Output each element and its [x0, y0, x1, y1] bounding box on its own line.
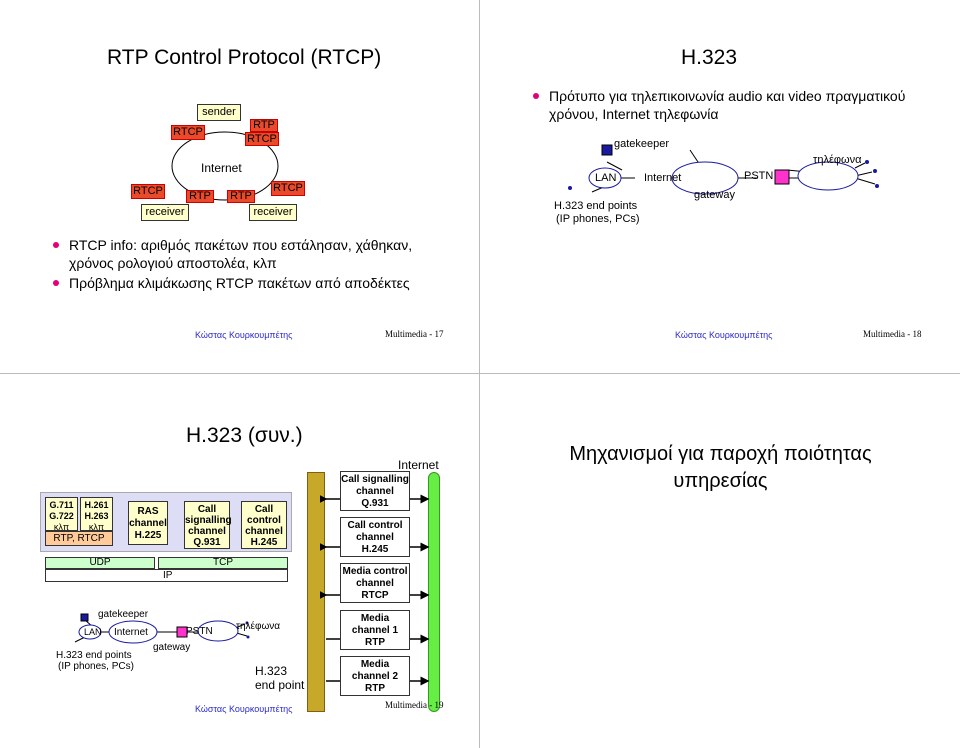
message-label: Media: [360, 613, 390, 624]
message-label: Media control: [342, 566, 408, 577]
call-signalling-label: Q.931: [193, 537, 221, 548]
slide-divider-horizontal: [0, 373, 960, 374]
video-codecs-box: H.261 H.263 κλπ: [80, 497, 113, 532]
message-label: Call control: [347, 520, 403, 531]
slide-title: Μηχανισμοί για παροχή ποιότητας: [569, 443, 872, 465]
ras-channel-box: RAS channel H.225: [128, 501, 168, 545]
call-control-label: channel: [245, 526, 283, 537]
endpoints-sublabel: (IP phones, PCs): [556, 213, 640, 225]
call-control-label: control: [247, 515, 281, 526]
pstn-label: PSTN: [186, 626, 213, 637]
endpoint-label: end point: [255, 678, 305, 692]
slide-title: RTP Control Protocol (RTCP): [107, 46, 382, 69]
slide-19: H.323 (συν.) G.711 G.722 κλπ H.261 H.263…: [0, 374, 479, 748]
internet-label: Internet: [114, 627, 148, 638]
rtcp-label: RTCP: [131, 184, 165, 199]
message-media-control: Media control channel RTCP: [340, 563, 410, 603]
slide-title: H.323 (συν.): [186, 424, 303, 447]
endpoints-sublabel: (IP phones, PCs): [58, 661, 134, 672]
codec-label: H.261: [84, 500, 109, 510]
endpoint-label: H.323: [255, 664, 288, 678]
audio-codecs-box: G.711 G.722 κλπ: [45, 497, 78, 532]
gateway-label: gateway: [694, 189, 735, 201]
slide-18: H.323 Πρότυπο για τηλεπικοινωνία audio κ…: [480, 0, 960, 373]
internet-label: Internet: [644, 172, 682, 184]
codec-label: G.722: [49, 511, 74, 521]
internet-label: Internet: [398, 458, 439, 472]
message-media-channel-1: Media channel 1 RTP: [340, 610, 410, 650]
ras-label: H.225: [134, 530, 162, 541]
codec-label: H.263: [84, 511, 109, 521]
rtp-rtcp-box: RTP, RTCP: [45, 531, 113, 546]
rtcp-label: RTCP: [271, 181, 305, 196]
codec-label: κλπ: [53, 522, 70, 532]
bullet-item: Πρόβλημα κλιμάκωσης RTCP πακέτων από απο…: [53, 274, 433, 292]
message-label: channel: [356, 532, 394, 543]
lan-label: LAN: [84, 627, 102, 637]
ip-box: IP: [45, 569, 288, 582]
footer-page: Multimedia - 17: [385, 329, 444, 339]
h323-network-diagram: [568, 144, 879, 195]
receiver-box: receiver: [249, 204, 297, 221]
footer-page: Multimedia - 18: [863, 329, 922, 339]
bullet-item: Πρότυπο για τηλεπικοινωνία audio και vid…: [533, 87, 933, 123]
message-media-channel-2: Media channel 2 RTP: [340, 656, 410, 696]
endpoints-label: H.323 end points: [554, 200, 638, 212]
footer-page: Multimedia - 19: [385, 700, 444, 710]
call-signalling-label: signalling: [185, 515, 232, 526]
rtp-label: RTP: [250, 119, 278, 132]
slide-title-line2: υπηρεσίας: [673, 470, 768, 492]
call-signalling-box: Call signalling channel Q.931: [184, 501, 232, 549]
ras-label: channel: [129, 518, 167, 529]
sender-box: sender: [197, 104, 241, 121]
endpoints-label: H.323 end points: [56, 650, 132, 661]
gatekeeper-label: gatekeeper: [98, 609, 149, 620]
internet-label: Internet: [201, 161, 242, 175]
gatekeeper-label: gatekeeper: [614, 138, 670, 150]
pstn-label: PSTN: [744, 170, 774, 182]
message-label: RTCP: [361, 590, 389, 601]
h323-network-diagram-small: [74, 613, 250, 644]
codec-label: κλπ: [88, 522, 105, 532]
call-control-label: H.245: [250, 537, 278, 548]
message-label: RTP: [365, 683, 385, 694]
message-label: channel: [356, 486, 394, 497]
message-call-signalling: Call signalling channel Q.931: [340, 471, 410, 511]
rtp-label: RTP: [227, 190, 255, 203]
codec-label: G.711: [49, 500, 74, 510]
bullet-item: RTCP info: αριθμός πακέτων που εστάλησαν…: [53, 236, 433, 272]
udp-box: UDP: [45, 557, 155, 569]
message-label: Q.931: [361, 498, 389, 509]
footer-author: Κώστας Κουρκουμπέτης: [675, 330, 773, 340]
call-signalling-label: channel: [188, 526, 226, 537]
slide-17: RTP Control Protocol (RTCP) Internet sen…: [0, 0, 479, 373]
receiver-box: receiver: [141, 204, 189, 221]
message-label: Call signalling: [341, 474, 409, 485]
slide-divider-vertical: [479, 0, 480, 748]
lan-label: LAN: [595, 172, 617, 184]
rtcp-label: RTCP: [245, 132, 279, 146]
ras-label: RAS: [137, 506, 159, 517]
message-label: channel 2: [351, 671, 399, 682]
message-label: Media: [360, 659, 390, 670]
slide-20: Μηχανισμοί για παροχή ποιότητας υπηρεσία…: [480, 374, 960, 748]
call-control-box: Call control channel H.245: [241, 501, 287, 549]
call-signalling-label: Call: [197, 504, 217, 515]
message-label: RTP: [365, 637, 385, 648]
internet-cloud-icon: [171, 131, 279, 201]
message-label: channel: [356, 578, 394, 589]
message-label: H.245: [361, 544, 389, 555]
call-control-label: Call: [254, 504, 274, 515]
slide-title: H.323: [681, 46, 738, 69]
tcp-box: TCP: [158, 557, 288, 569]
rtcp-label: RTCP: [171, 125, 205, 140]
footer-author: Κώστας Κουρκουμπέτης: [195, 330, 293, 340]
message-call-control: Call control channel H.245: [340, 517, 410, 557]
phones-label: τηλέφωνα: [236, 621, 281, 632]
rtp-label: RTP: [186, 190, 214, 203]
footer-author: Κώστας Κουρκουμπέτης: [195, 704, 293, 714]
message-label: channel 1: [351, 625, 399, 636]
phones-label: τηλέφωνα: [813, 154, 862, 166]
gateway-label: gateway: [153, 642, 191, 653]
